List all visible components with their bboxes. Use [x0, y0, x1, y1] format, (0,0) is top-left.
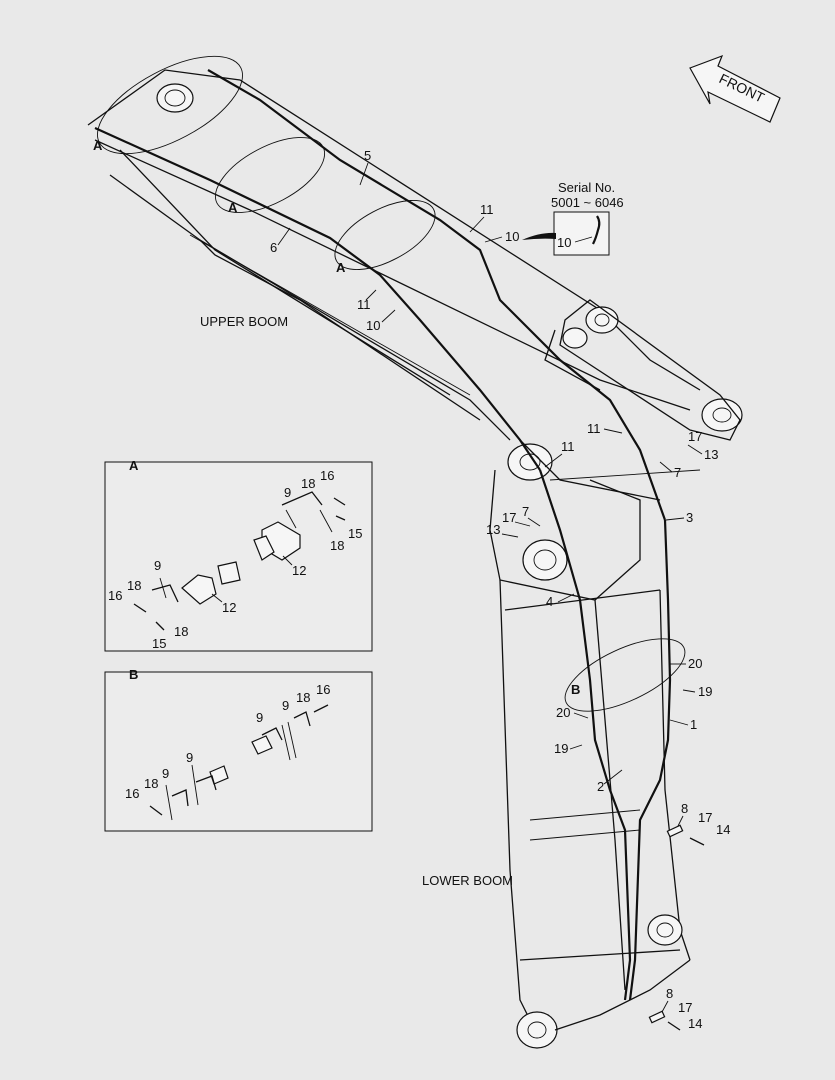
- serial-range: 5001 ~ 6046: [551, 195, 624, 210]
- detail-a: A 9 18 16 15 18 12 9 18 16 15 18 12: [104, 458, 373, 652]
- callout-1: 1: [690, 717, 697, 732]
- pipe-2: [538, 469, 632, 1001]
- callout-13b: 13: [486, 522, 500, 537]
- upper-boom-bottom: [199, 239, 481, 421]
- serial-frame: [553, 211, 610, 256]
- callout-4: 4: [546, 594, 553, 609]
- detail-b-9b: 9: [282, 698, 289, 713]
- arm-pin-boss: [585, 306, 619, 334]
- detail-b-9d: 9: [162, 766, 169, 781]
- detail-a-title: A: [129, 458, 139, 473]
- callout-17c: 17: [698, 810, 712, 825]
- serial-hose: [592, 215, 601, 245]
- hoses: [94, 69, 701, 1001]
- detail-a-18b: 18: [330, 538, 344, 553]
- upper-boom-top-inner: [94, 139, 691, 411]
- callout-3: 3: [686, 510, 693, 525]
- callout-14b: 14: [688, 1016, 702, 1031]
- callout-5: 5: [364, 148, 371, 163]
- callout-11d: 11: [561, 439, 575, 454]
- lower-boom-label: LOWER BOOM: [422, 873, 513, 888]
- callout-17d: 17: [678, 1000, 692, 1015]
- callout-14a: 14: [716, 822, 730, 837]
- lower-boom-right-edge: [659, 589, 691, 961]
- boom-foot-boss: [516, 1011, 558, 1049]
- serial-part: 10: [557, 235, 571, 250]
- main-callouts: 5 6 11 10 11 10 11 11 7 13 17 17 7 13 3 …: [270, 148, 730, 1031]
- callout-17a: 17: [688, 429, 702, 444]
- hose-6: [94, 126, 541, 471]
- detail-b-9a: 9: [256, 710, 263, 725]
- hose-5: [207, 69, 667, 521]
- serial-pointer: [522, 232, 556, 240]
- front-arrow: FRONT: [689, 54, 781, 123]
- detail-a-16b: 16: [108, 588, 122, 603]
- upper-boom-top-edge: [87, 69, 701, 391]
- detail-ref-a3: A: [336, 260, 346, 275]
- detail-b-16a: 16: [316, 682, 330, 697]
- upper-boom-side-edge: [109, 174, 511, 441]
- upper-boom: [87, 69, 743, 601]
- upper-boom-end-boss: [156, 83, 194, 113]
- detail-b: B 9 9 18 16 9 9 18 16: [104, 667, 373, 832]
- detail-b-18b: 18: [144, 776, 158, 791]
- callout-ellipses: [97, 55, 686, 712]
- callout-7b: 7: [522, 504, 529, 519]
- detail-b-9c: 9: [186, 750, 193, 765]
- detail-a-15a: 15: [348, 526, 362, 541]
- detail-a-12a: 12: [292, 563, 306, 578]
- detail-a-9b: 9: [154, 558, 161, 573]
- detail-a-18d: 18: [174, 624, 188, 639]
- detail-ref-a2: A: [228, 200, 238, 215]
- detail-ref-b: B: [571, 682, 580, 697]
- callout-6: 6: [270, 240, 277, 255]
- detail-a-18a: 18: [301, 476, 315, 491]
- detail-a-18c: 18: [127, 578, 141, 593]
- callout-10a: 10: [505, 229, 519, 244]
- upper-boom-web: [119, 149, 451, 396]
- callout-19a: 19: [698, 684, 712, 699]
- detail-b-16b: 16: [125, 786, 139, 801]
- lower-boom-left-edge: [499, 579, 541, 1041]
- arm-cylinder-boss: [701, 398, 743, 432]
- callout-10b: 10: [366, 318, 380, 333]
- callout-13a: 13: [704, 447, 718, 462]
- detail-a-15b: 15: [152, 636, 166, 651]
- callout-2: 2: [597, 779, 604, 794]
- pipe-1: [628, 519, 672, 1001]
- callout-20a: 20: [688, 656, 702, 671]
- detail-a-16a: 16: [320, 468, 334, 483]
- callout-11b: 11: [357, 297, 371, 312]
- serial-leader: [574, 236, 593, 243]
- callout-7a: 7: [674, 465, 681, 480]
- pipe-3-link: [549, 469, 701, 481]
- callout-8b: 8: [666, 986, 673, 1001]
- callout-11c: 11: [587, 421, 601, 436]
- callout-11a: 11: [480, 202, 494, 217]
- detail-ref-a1: A: [93, 138, 103, 153]
- detail-b-title: B: [129, 667, 138, 682]
- upper-boom-label: UPPER BOOM: [200, 314, 288, 329]
- detail-a-12b: 12: [222, 600, 236, 615]
- serial-title: Serial No.: [558, 180, 615, 195]
- callout-8a: 8: [681, 801, 688, 816]
- callout-19b: 19: [554, 741, 568, 756]
- callout-20b: 20: [556, 705, 570, 720]
- serial-box: Serial No. 5001 ~ 6046 10: [522, 180, 624, 256]
- detail-b-18a: 18: [296, 690, 310, 705]
- callout-17b: 17: [502, 510, 516, 525]
- boom-cylinder-boss: [647, 914, 683, 946]
- detail-a-9a: 9: [284, 485, 291, 500]
- lower-boom: [499, 579, 691, 1049]
- upper-boom-crease: [189, 234, 471, 396]
- lower-pin-boss: [522, 539, 568, 581]
